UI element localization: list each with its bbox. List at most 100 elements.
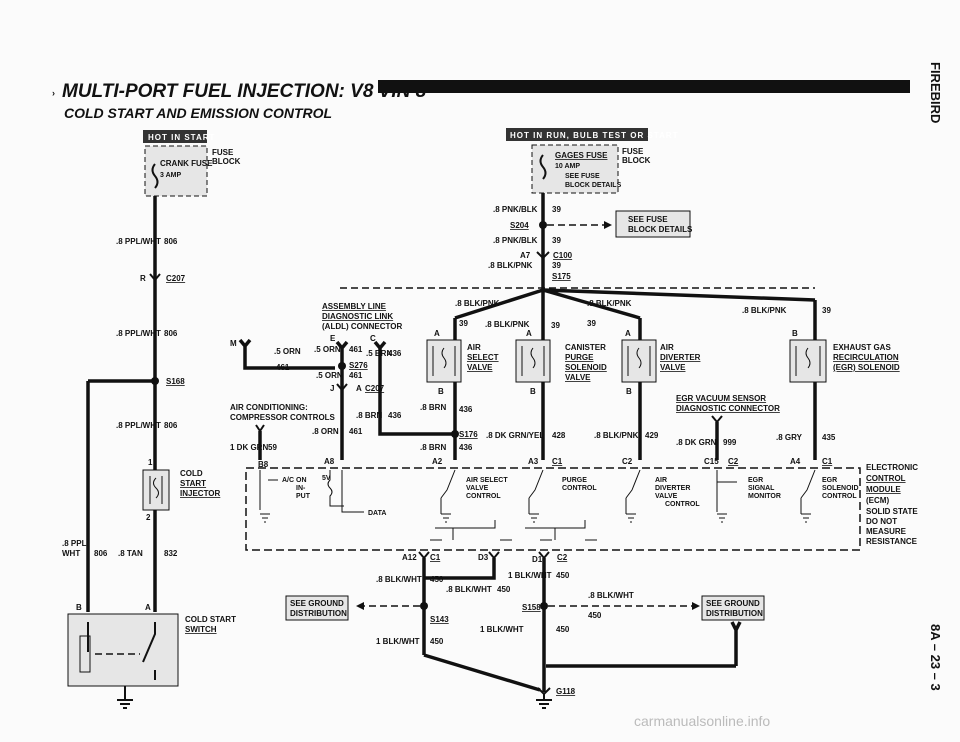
- ecm-data-line: [341, 470, 364, 513]
- side-model-label: FIREBIRD: [928, 62, 943, 123]
- ground-pin-d1: D1: [532, 555, 543, 564]
- air-diverter-coil: [627, 346, 651, 376]
- ecm-pin-a4: A4: [790, 457, 801, 466]
- ground-dist-box-right: [701, 595, 765, 621]
- wire-label-832: .8 TAN: [118, 549, 143, 558]
- ground-right-return: [546, 621, 742, 668]
- splice-s276: [338, 362, 346, 370]
- mid-wire-gry: .8 GRY: [776, 433, 803, 442]
- aldl-pin-a: A: [356, 384, 362, 393]
- ecm-note-4: RESISTANCE: [866, 537, 918, 546]
- switch-label-1: COLD START: [185, 615, 236, 624]
- aldl-wire-m: [238, 338, 335, 370]
- ecm-module: [245, 467, 861, 551]
- ecm-ac-circuit: [259, 470, 344, 510]
- splice-s176: [451, 430, 459, 438]
- ecm-egr-sig-1: EGR: [748, 477, 763, 484]
- ground-circuit-450b: 450: [556, 571, 570, 580]
- ground-pin-c1: C1: [430, 553, 441, 562]
- aldl-pin-m: M: [230, 339, 237, 348]
- switch-contacts: [87, 622, 156, 680]
- wire-label-806-d2: WHT: [62, 549, 80, 558]
- right-fuse-block: [531, 144, 619, 194]
- ecm-egr-sig-2: SIGNAL: [748, 485, 775, 492]
- mid-circuit-436b: 436: [459, 443, 473, 452]
- air-diverter-label-2: DIVERTER: [660, 353, 701, 362]
- ac-wire-orn: .8 ORN: [312, 427, 339, 436]
- ecm-air-select-1: AIR SELECT: [466, 477, 508, 484]
- hot-in-run-tag: [506, 128, 648, 141]
- aldl-wire-label-1: .5 ORN: [274, 347, 301, 356]
- see-fuse-line1: SEE FUSE: [628, 215, 668, 224]
- injector-label-3: INJECTOR: [180, 489, 221, 498]
- ground-g118-label: G118: [556, 687, 576, 696]
- ecm-purge-driver: [528, 469, 544, 514]
- ground-box-right-2: DISTRIBUTION: [706, 609, 763, 618]
- ecm-air-div-3: VALVE: [655, 493, 678, 500]
- gages-fuse-label: GAGES FUSE: [555, 151, 608, 160]
- branch-label-1: .8 BLK/PNK: [455, 299, 500, 308]
- ac-circuit-59: 59: [268, 443, 277, 452]
- canister-label-1: CANISTER: [565, 343, 606, 352]
- wire-label-806-a: .8 PPL/WHT: [116, 237, 161, 246]
- ecm-ground-links: [435, 520, 586, 540]
- gages-fuse-symbol: [539, 154, 547, 180]
- ecm-note-1: SOLID STATE: [866, 507, 918, 516]
- ecm-air-select-3: CONTROL: [466, 493, 501, 500]
- ecm-internal-grounds: [260, 513, 811, 523]
- right-fuse-block-label-2: BLOCK: [622, 156, 651, 165]
- crank-fuse-amp: 3 AMP: [160, 172, 181, 179]
- ground-label-1: .8 BLK/WHT: [376, 575, 422, 584]
- ac-wire-brn: .8 BRN: [356, 411, 382, 420]
- injector-pin-1: 1: [148, 458, 153, 467]
- egr-solenoid: [789, 339, 827, 383]
- s204-arrow: [604, 221, 612, 229]
- mid-wire-dkgrn: .8 DK GRN/YEL: [486, 431, 544, 440]
- air-diverter-label-1: AIR: [660, 343, 674, 352]
- canister-label-4: VALVE: [565, 373, 591, 382]
- ecm-title-1: ELECTRONIC: [866, 463, 918, 472]
- ground-circuit-450c: 450: [497, 585, 511, 594]
- gages-fuse-amp: 10 AMP: [555, 163, 580, 170]
- ecm-egr-sol-1: EGR: [822, 477, 837, 484]
- aldl-wire-label-2: .5 ORN: [314, 345, 341, 354]
- ecm-title-3: MODULE: [866, 485, 901, 494]
- wire-circuit-806-a: 806: [164, 237, 178, 246]
- branch-label-2: .8 BLK/PNK: [587, 299, 632, 308]
- connector-r: R: [140, 274, 146, 283]
- branch-label-4: .8 BLK/PNK: [742, 306, 787, 315]
- ground-label-3: .8 BLK/WHT: [446, 585, 492, 594]
- mid-circuit-428: 428: [552, 431, 566, 440]
- ground-to-g118: [423, 653, 546, 692]
- ecm-egr-sol-2: SOLENOID: [822, 485, 859, 492]
- branch-circuit-c: 39: [587, 319, 596, 328]
- wire-circuit-806-d: 806: [94, 549, 108, 558]
- ground-label-4: .8 BLK/WHT: [588, 591, 634, 600]
- switch-pin-b: B: [76, 603, 82, 612]
- ground-right-arrow: [692, 602, 700, 610]
- splice-s175-label: S175: [552, 272, 571, 281]
- ecm-input-1: IN-: [296, 485, 306, 492]
- air-select-label-1: AIR: [467, 343, 481, 352]
- mid-circuit-435: 435: [822, 433, 836, 442]
- switch-ground-icon: [117, 699, 133, 709]
- ecm-pin-c1-a: C1: [552, 457, 563, 466]
- crank-fuse-label: CRANK FUSE: [160, 159, 213, 168]
- ground-circuit-450d: 450: [588, 611, 602, 620]
- wire-circuit-39-c: 39: [552, 261, 561, 270]
- ecm-air-div-2: DIVERTER: [655, 485, 690, 492]
- air-diverter-pin-b: B: [626, 387, 632, 396]
- ecm-air-select-2: VALVE: [466, 485, 489, 492]
- ground-label-6: 1 BLK/WHT: [376, 637, 420, 646]
- wire-label-806-c: .8 PPL/WHT: [116, 421, 161, 430]
- ecm-purge-1: PURGE: [562, 477, 587, 484]
- ground-left-arrow: [356, 602, 364, 610]
- switch-label-2: SWITCH: [185, 625, 217, 634]
- gages-see-fuse: SEE FUSE: [565, 173, 600, 180]
- air-select-label-3: VALVE: [467, 363, 493, 372]
- ground-pin-d3: D3: [478, 553, 489, 562]
- switch-pin-a: A: [145, 603, 151, 612]
- aldl-wire-label-3: .5 ORN: [316, 371, 343, 380]
- connector-c100-symbol: [536, 251, 550, 260]
- side-page-number: 8A – 23 – 3: [928, 624, 943, 691]
